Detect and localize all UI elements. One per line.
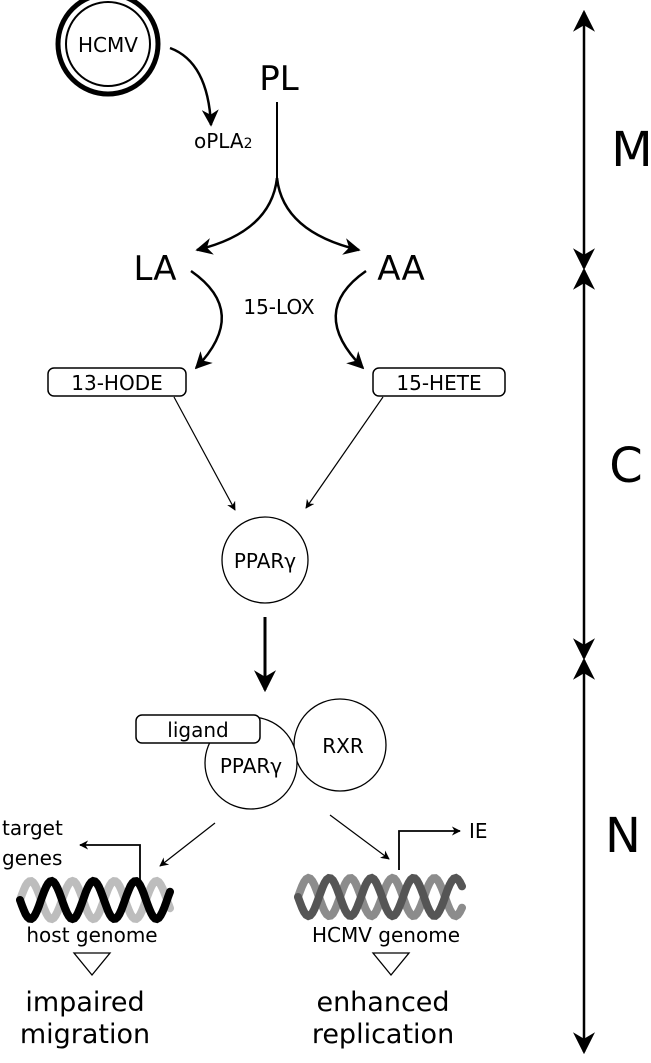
arrow-complex-to-hcmv (329, 814, 390, 860)
compartment-label-c: C (609, 438, 643, 494)
arrow-hete-to-ppar (305, 396, 384, 509)
hcmv-genome-label: HCMV genome (312, 923, 460, 947)
opla2-label: oPLA2 (194, 129, 253, 153)
dna-strand (16, 876, 174, 924)
host-outcome-triangle (72, 952, 112, 977)
outcome-left-line1: impaired (25, 987, 144, 1018)
outcome-right-line1: enhanced (316, 987, 449, 1018)
hete-box: 15-HETE (372, 367, 506, 397)
rxr-receptor: RXR (293, 698, 387, 792)
hode-box: 13-HODE (47, 367, 187, 397)
ligand-label: ligand (167, 718, 228, 742)
hcmv-outcome-triangle (371, 952, 411, 977)
arrow-hode-to-ppar (173, 396, 236, 511)
aa-label: AA (377, 249, 424, 289)
arrow-hcmv-to-opla2 (169, 46, 219, 127)
hcmv-label: HCMV (78, 33, 138, 57)
outcome-right-line2: replication (312, 1019, 454, 1050)
host-genome-label: host genome (26, 923, 157, 947)
pl-label: PL (259, 59, 299, 99)
host-dna-helix (16, 876, 174, 924)
ppar-receptor: PPARγ (221, 516, 309, 604)
outcome-left-line2: migration (20, 1019, 150, 1050)
ie-label: IE (469, 819, 488, 843)
hcmv-virion: HCMV (55, 0, 161, 97)
target-genes-line1: target (2, 816, 63, 840)
arrow-aa-to-hete (334, 269, 367, 370)
dna-strand (294, 873, 466, 921)
arrow-complex-to-host (159, 822, 216, 867)
la-label: LA (134, 249, 177, 289)
target-genes-line2: genes (2, 846, 62, 870)
arrow-pl-to-aa (275, 177, 361, 255)
lox-label: 15-LOX (243, 295, 315, 319)
hcmv-dna-helix (294, 873, 466, 921)
rxr-label: RXR (322, 734, 364, 758)
ie-arrow (398, 826, 461, 870)
hode-label: 13-HODE (71, 371, 162, 395)
compartment-label-n: N (605, 808, 641, 864)
compartment-label-m: M (611, 122, 651, 178)
ppar-label: PPARγ (234, 549, 296, 573)
ligand-box: ligand (135, 714, 261, 744)
arrow-la-to-hode (190, 269, 223, 370)
ppar-complex-label: PPARγ (220, 754, 282, 778)
hete-label: 15-HETE (396, 371, 481, 395)
arrow-pl-to-la (195, 177, 279, 255)
target-genes-arrow (79, 840, 141, 880)
